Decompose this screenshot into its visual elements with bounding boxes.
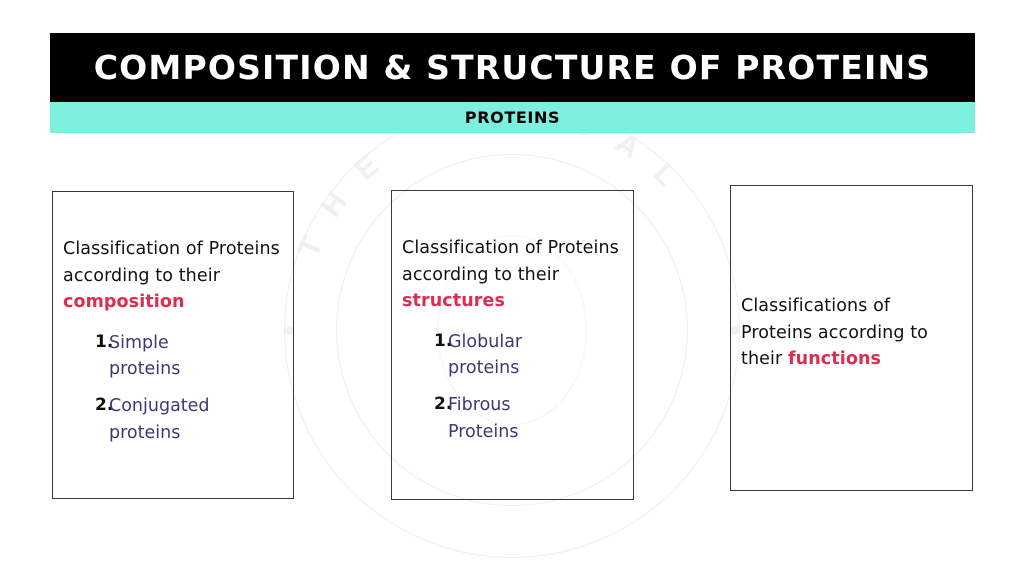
heading-accent: structures	[402, 291, 505, 312]
list-item-label: Simple proteins	[109, 332, 181, 380]
classification-list-composition: 1. Simple proteins 2. Conjugated protein…	[63, 330, 285, 446]
watermark-text-left: T H E	[292, 143, 392, 262]
list-item: 1. Simple proteins	[63, 330, 285, 383]
classification-list-structures: 1. Globular proteins 2. Fibrous Proteins	[402, 329, 625, 445]
list-item-label: Conjugated proteins	[109, 396, 210, 443]
classification-box-structures: Classification of Proteins according to …	[391, 190, 634, 500]
box-content-functions: Classifications of Proteins according to…	[731, 293, 972, 373]
subtitle-label: PROTEINS	[464, 108, 561, 127]
heading-prefix: Classifications of Proteins according to…	[741, 296, 928, 370]
list-item: 2. Fibrous Proteins	[402, 392, 625, 445]
list-item: 1. Globular proteins	[402, 329, 625, 382]
heading-prefix: Classification of Proteins according to …	[63, 239, 280, 286]
box-heading-functions: Classifications of Proteins according to…	[741, 293, 964, 373]
classification-box-composition: Classification of Proteins according to …	[52, 191, 294, 499]
list-marker: 2.	[95, 395, 114, 416]
title-banner: COMPOSITION & STRUCTURE OF PROTEINS	[50, 33, 975, 102]
list-marker: 1.	[434, 330, 453, 351]
box-content-composition: Classification of Proteins according to …	[53, 236, 293, 446]
page-title: COMPOSITION & STRUCTURE OF PROTEINS	[93, 48, 932, 87]
list-item-label: Fibrous Proteins	[448, 395, 519, 442]
box-heading-composition: Classification of Proteins according to …	[63, 236, 285, 316]
heading-accent: composition	[63, 292, 185, 313]
classification-box-functions: Classifications of Proteins according to…	[730, 185, 973, 491]
heading-prefix: Classification of Proteins according to …	[402, 238, 619, 285]
list-marker: 2.	[434, 394, 453, 415]
list-marker: 1.	[95, 331, 114, 352]
list-item-label: Globular proteins	[448, 331, 523, 379]
list-item: 2. Conjugated proteins	[63, 393, 285, 446]
heading-accent: functions	[787, 349, 882, 370]
box-heading-structures: Classification of Proteins according to …	[402, 235, 625, 315]
subtitle-banner: PROTEINS	[50, 102, 975, 133]
box-content-structures: Classification of Proteins according to …	[392, 235, 633, 445]
